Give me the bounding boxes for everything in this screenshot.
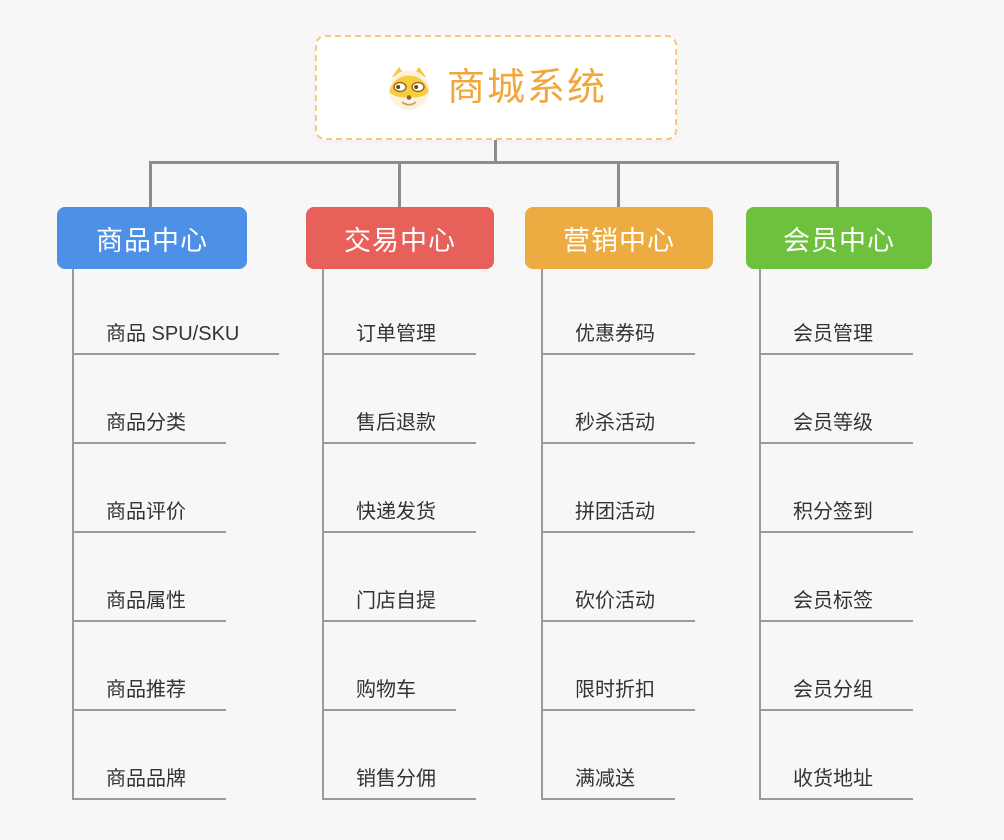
connector-drop-trade xyxy=(398,161,401,208)
leaf-node[interactable]: 商品 SPU/SKU xyxy=(74,269,280,355)
root-node-mall-system[interactable]: 商城系统 xyxy=(315,35,677,140)
leaf-node[interactable]: 商品分类 xyxy=(74,355,226,444)
leaf-node[interactable]: 商品属性 xyxy=(74,533,226,622)
leaf-node[interactable]: 会员管理 xyxy=(761,269,913,355)
branch-node-product-center[interactable]: 商品中心 xyxy=(57,207,247,269)
leaf-node[interactable]: 满减送 xyxy=(543,711,675,800)
connector-horizontal-rail xyxy=(149,161,839,164)
leaf-node[interactable]: 会员等级 xyxy=(761,355,913,444)
leaf-node[interactable]: 收货地址 xyxy=(761,711,913,800)
leaf-node[interactable]: 会员分组 xyxy=(761,622,913,711)
leaf-node[interactable]: 销售分佣 xyxy=(324,711,476,800)
leaf-column-marketing: 优惠券码 秒杀活动 拼团活动 砍价活动 限时折扣 满减送 xyxy=(541,269,695,800)
connector-drop-member xyxy=(836,161,839,208)
leaf-node[interactable]: 购物车 xyxy=(324,622,456,711)
branch-node-marketing-center[interactable]: 营销中心 xyxy=(525,207,713,269)
leaf-column-product: 商品 SPU/SKU 商品分类 商品评价 商品属性 商品推荐 商品品牌 xyxy=(72,269,280,800)
leaf-node[interactable]: 售后退款 xyxy=(324,355,476,444)
leaf-node[interactable]: 积分签到 xyxy=(761,444,913,533)
leaf-node[interactable]: 砍价活动 xyxy=(543,533,695,622)
leaf-column-member: 会员管理 会员等级 积分签到 会员标签 会员分组 收货地址 xyxy=(759,269,913,800)
leaf-node[interactable]: 快递发货 xyxy=(324,444,476,533)
dog-face-icon xyxy=(385,64,433,112)
leaf-node[interactable]: 拼团活动 xyxy=(543,444,695,533)
leaf-node[interactable]: 订单管理 xyxy=(324,269,476,355)
connector-drop-product xyxy=(149,161,152,208)
leaf-node[interactable]: 限时折扣 xyxy=(543,622,695,711)
branch-node-member-center[interactable]: 会员中心 xyxy=(746,207,932,269)
leaf-column-trade: 订单管理 售后退款 快递发货 门店自提 购物车 销售分佣 xyxy=(322,269,476,800)
leaf-node[interactable]: 门店自提 xyxy=(324,533,476,622)
leaf-node[interactable]: 商品推荐 xyxy=(74,622,226,711)
leaf-node[interactable]: 优惠券码 xyxy=(543,269,695,355)
leaf-node[interactable]: 秒杀活动 xyxy=(543,355,695,444)
branch-node-trade-center[interactable]: 交易中心 xyxy=(306,207,494,269)
root-title: 商城系统 xyxy=(446,66,607,109)
leaf-node[interactable]: 商品品牌 xyxy=(74,711,226,800)
leaf-node[interactable]: 商品评价 xyxy=(74,444,226,533)
connector-root-stub xyxy=(494,140,497,163)
leaf-node[interactable]: 会员标签 xyxy=(761,533,913,622)
connector-drop-marketing xyxy=(617,161,620,208)
